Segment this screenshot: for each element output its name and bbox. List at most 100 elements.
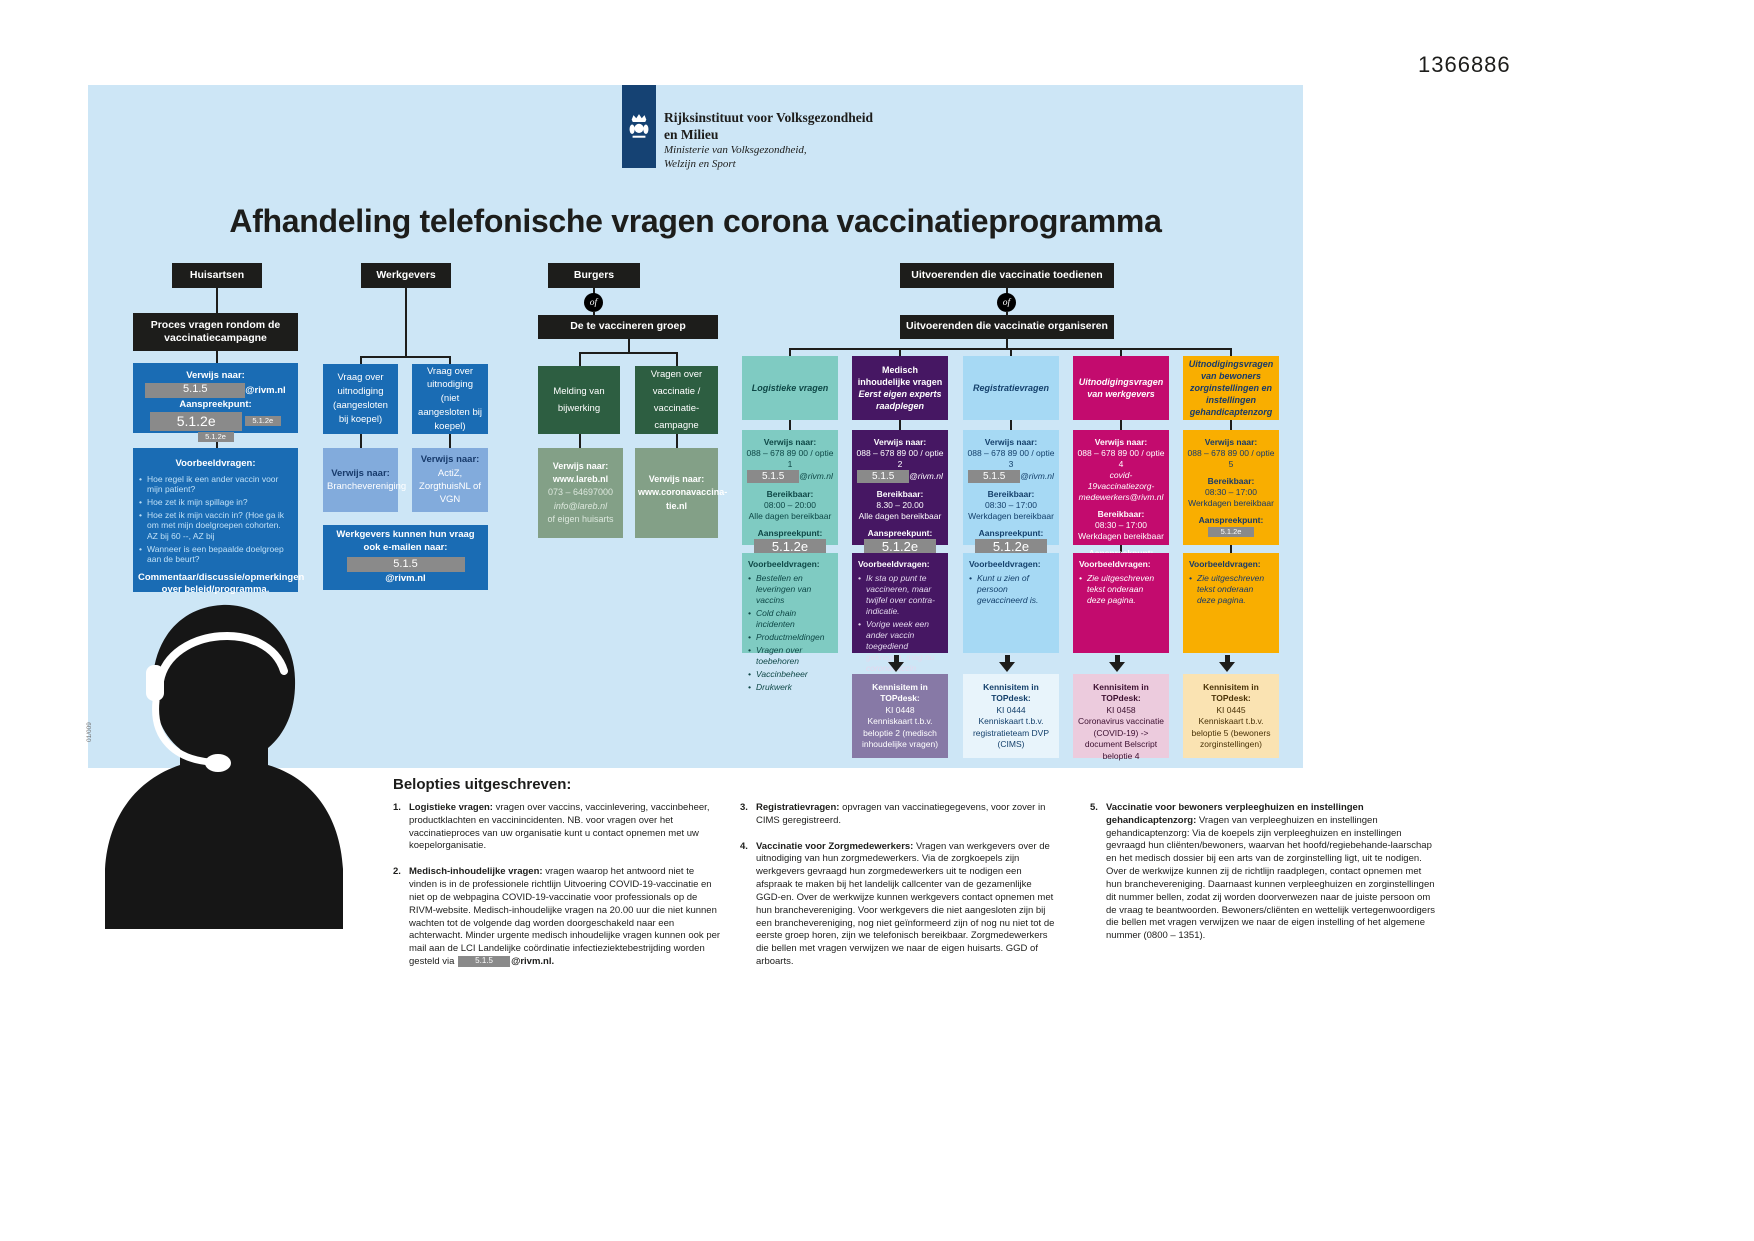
footnote-number: 1. (393, 802, 401, 813)
example-list: Zie uitgeschreven tekst onderaan deze pa… (1079, 573, 1163, 606)
burgers-melding-box: Melding van bijwerking (538, 366, 620, 434)
connector-line (579, 352, 581, 366)
list-item: Vragen over toebehoren (748, 645, 832, 667)
footnote-lead: Medisch-inhoudelijke vragen: (409, 866, 543, 878)
example-list: Bestellen en leveringen van vaccins Cold… (748, 573, 832, 694)
redaction-bar: 5.1.5 (857, 470, 910, 484)
connector-line (1006, 288, 1008, 294)
redaction-bar: 5.1.5 (968, 470, 1021, 484)
verwijs-naar-label: Verwijs naar: (552, 461, 609, 472)
lareb-alt: of eigen huisarts (547, 513, 614, 524)
email-suffix: @rivm.nl (799, 470, 833, 481)
burgers-lareb-box: Verwijs naar: www.lareb.nl 073 – 6469700… (538, 448, 623, 538)
kennisitem-label: Kennisitem in TOPdesk: (1203, 682, 1259, 704)
footnote-lead: Logistieke vragen: (409, 802, 493, 813)
example-list: Zie uitgeschreven tekst onderaan deze pa… (1189, 573, 1273, 606)
topdesk-code: KI 0448 (885, 704, 915, 715)
connector-line (216, 351, 218, 363)
voorbeeldvragen-label: Voorbeeldvragen: (969, 559, 1041, 569)
footnote-lead: Vaccinatie voor bewoners verpleeghuizen … (1106, 802, 1364, 826)
column-info-logistiek: Verwijs naar: 088 – 678 89 00 / optie 1 … (742, 430, 838, 557)
topdesk-box-werkgevers: Kennisitem in TOPdesk: KI 0458 Coronavir… (1073, 674, 1169, 761)
corona-site-line1: www.coronavaccina- (638, 487, 728, 498)
column-header-uitnodiging-werkgevers: Uitnodigingsvragen van werkgevers (1073, 356, 1169, 420)
hours-value: 08:30 – 17:00 (1205, 487, 1257, 498)
connector-line (360, 434, 362, 448)
hours-value: 08:30 – 17:00 (985, 500, 1037, 511)
footnote-item-3: 3. Registratievragen: opvragen van vacci… (740, 802, 1055, 828)
werkgevers-verwijs-koepel-box: Verwijs naar: Branchevereniging (323, 448, 407, 512)
connector-line (628, 339, 630, 352)
list-item: Hoe zet ik mijn vaccin in? (Hoe ga ik om… (138, 510, 293, 542)
list-item: Cold chain incidenten (748, 608, 832, 630)
footnote-body: vragen over vaccins, vaccinlevering, vac… (409, 802, 710, 852)
rivm-logo-text: Rijksinstituut voor Volksgezondheid en M… (664, 110, 964, 171)
redaction-bar: 5.1.2e (197, 432, 234, 443)
topdesk-desc: Coronavirus vaccinatie (COVID-19) -> doc… (1078, 716, 1164, 761)
of-label: of (1002, 297, 1011, 308)
footnote-body: vragen waarop het antwoord niet te vinde… (409, 866, 721, 967)
list-item: Bestellen en leveringen van vaccins (748, 573, 832, 606)
topdesk-desc: Kenniskaart t.b.v. registratieteam DVP (… (972, 716, 1050, 750)
redaction-bar: 5.1.2e (244, 416, 281, 427)
redaction-bar: 5.1.5 (458, 955, 511, 967)
connector-line (579, 434, 581, 448)
redaction-bar: 5.1.2e (975, 539, 1047, 557)
phone-value: 088 – 678 89 00 / optie 2 (856, 448, 944, 470)
footnote-lead: Registratievragen: (756, 802, 840, 813)
lareb-email: info@lareb.nl (553, 500, 608, 511)
column-examples-logistiek: Voorbeeldvragen: Bestellen en leveringen… (742, 553, 838, 694)
connector-line (593, 288, 595, 294)
header-main: Medisch inhoudelijke vragen (857, 364, 943, 387)
days-value: Werkdagen bereikbaar (1188, 498, 1274, 509)
connector-line (1010, 420, 1012, 430)
rivm-logo-ribbon (622, 85, 656, 168)
verwijs-naar-label: Verwijs naar: (420, 454, 480, 466)
node-uitvoerenden-toedienen: Uitvoerenden die vaccinatie toedienen (900, 263, 1114, 288)
footnote-item-5: 5. Vaccinatie voor bewoners verpleeghuiz… (1090, 802, 1435, 943)
down-arrow-icon (999, 655, 1015, 672)
connector-line (579, 352, 677, 354)
burgers-coronavaccinatie-box: Verwijs naar: www.coronavaccina- tie.nl (635, 448, 728, 538)
bereikbaar-label: Bereikbaar: (876, 489, 924, 500)
phone-value: 088 – 678 89 00 / optie 3 (967, 448, 1055, 470)
list-item: Vaccinbeheer (748, 669, 832, 680)
column-info-bewoners: Verwijs naar: 088 – 678 89 00 / optie 5 … (1183, 430, 1279, 545)
footnotes-heading: Belopties uitgeschreven: (393, 776, 572, 793)
example-list: Kunt u zien of persoon gevaccineerd is. (969, 573, 1053, 606)
redaction-bar: 5.1.5 (346, 557, 465, 573)
node-huisartsen: Huisartsen (172, 263, 262, 288)
connector-line (1120, 545, 1122, 553)
connector-line (1230, 348, 1232, 357)
page-title: Afhandeling telefonische vragen corona v… (229, 203, 1162, 239)
down-arrow-icon (1219, 655, 1235, 672)
burgers-vragen-box: Vragen over vaccinatie / vaccinatie-camp… (635, 366, 718, 434)
hours-value: 8.30 – 20.00 (876, 500, 924, 511)
column-header-bewoners: Uitnodigingsvragen van bewoners zorginst… (1183, 356, 1279, 420)
connector-line (1120, 348, 1122, 357)
footnote-item-4: 4. Vaccinatie voor Zorgmedewerkers: Vrag… (740, 841, 1055, 969)
voorbeeldvragen-label: Voorbeeldvragen: (858, 559, 930, 569)
connector-line (789, 420, 791, 430)
werkgevers-verwijs-geen-koepel-box: Verwijs naar: ActiZ, ZorgthuisNL of VGN (412, 448, 488, 512)
redaction-bar: 5.1.5 (747, 470, 800, 484)
list-item: Hoe zet ik mijn spillage in? (138, 497, 293, 508)
kennisitem-label: Kennisitem in TOPdesk: (1093, 682, 1149, 704)
footnotes-column-1: 1. Logistieke vragen: vragen over vaccin… (393, 802, 723, 982)
kennisitem-label: Kennisitem in TOPdesk: (872, 682, 928, 704)
list-item: Ik sta op punt te vaccineren, maar twijf… (858, 573, 942, 617)
column-info-registratie: Verwijs naar: 088 – 678 89 00 / optie 3 … (963, 430, 1059, 557)
connector-line (1010, 348, 1012, 357)
lareb-phone: 073 – 64697000 (547, 487, 614, 498)
node-proces-vragen: Proces vragen rondom de vaccinatiecampag… (133, 313, 298, 351)
redaction-bar: 5.1.2e (150, 411, 243, 431)
hours-value: 08:00 – 20:00 (764, 500, 816, 511)
huisartsen-examples-box: Voorbeeldvragen: Hoe regel ik een ander … (133, 448, 304, 595)
verwijs-value: ActiZ, ZorgthuisNL of VGN (419, 467, 481, 506)
topdesk-desc: Kenniskaart t.b.v. beloptie 5 (bewoners … (1191, 716, 1271, 750)
connector-line (405, 288, 407, 356)
column-header-logistiek: Logistieke vragen (742, 356, 838, 420)
aanspreekpunt-label: Aanspreekpunt: (867, 528, 933, 539)
verwijs-value: Branchevereniging (327, 481, 407, 492)
footnote-body: opvragen van vaccinatiegegevens, voor zo… (756, 802, 1046, 826)
